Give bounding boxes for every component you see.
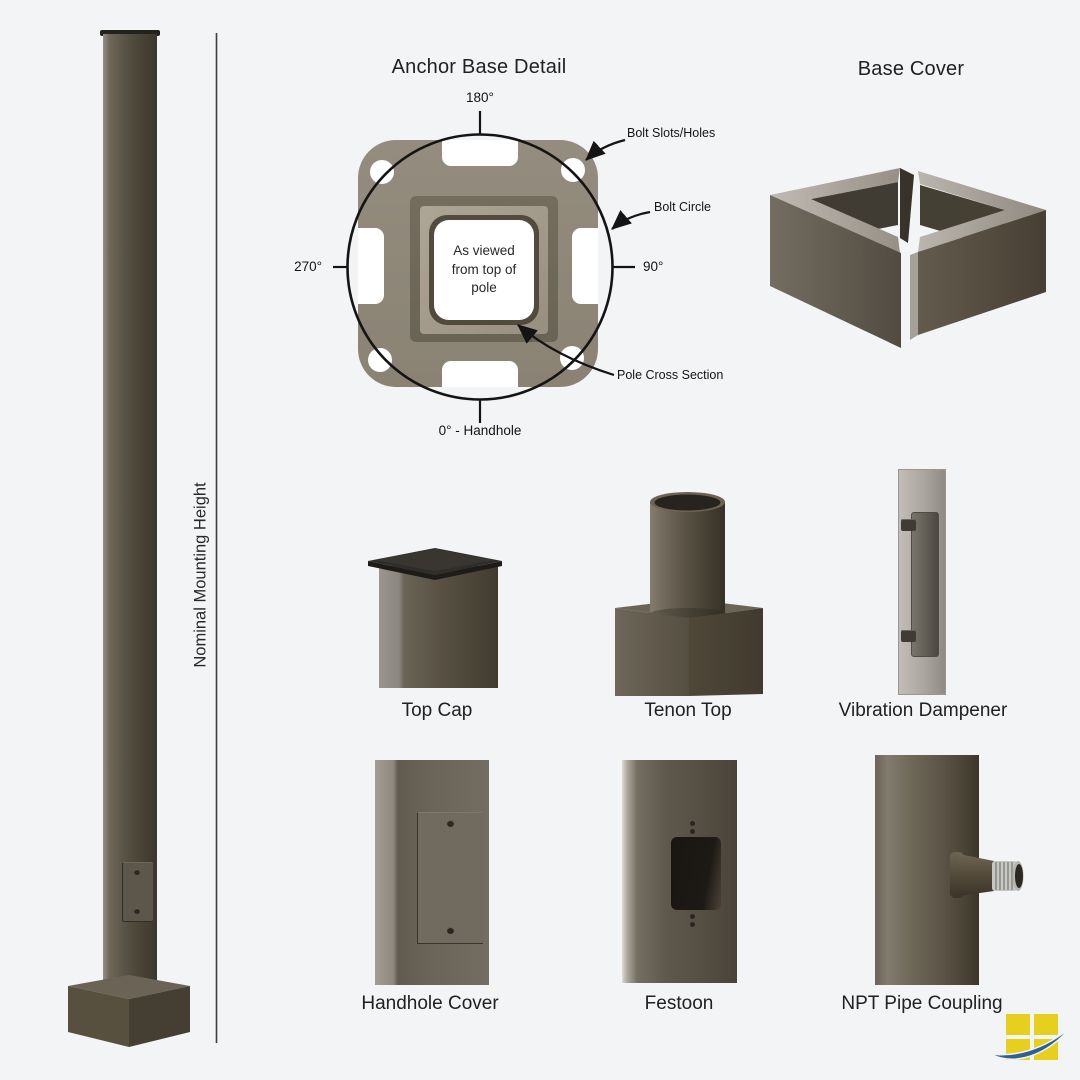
- nominal-mounting-height-label: Nominal Mounting Height: [191, 482, 210, 668]
- callout-pole-cross-section: Pole Cross Section: [617, 368, 724, 382]
- bolt-slot-left: [358, 228, 384, 304]
- logo-swoosh: [990, 1025, 1073, 1060]
- vibration-bolt-top: [901, 519, 916, 531]
- festoon-hole-4: [690, 922, 695, 927]
- bolt-slot-right: [572, 228, 598, 304]
- festoon-hole-2: [690, 829, 695, 834]
- pole-shaft: [103, 34, 157, 984]
- vibration-bolt-bottom: [901, 630, 916, 642]
- base-cover-title: Base Cover: [857, 58, 965, 80]
- festoon-opening: [671, 837, 721, 910]
- tenon-top-figure: [615, 492, 763, 696]
- bolt-slot-top: [442, 140, 518, 166]
- bolt-hole-top-left: [370, 160, 394, 184]
- top-cap-slab: [368, 548, 502, 580]
- festoon-label: Festoon: [644, 993, 714, 1014]
- angle-label-0-handhole: 0° - Handhole: [438, 423, 522, 438]
- top-cap-label: Top Cap: [401, 700, 473, 721]
- top-cap-figure: [355, 535, 525, 695]
- handhole-cover-figure: [375, 760, 489, 985]
- handhole-screw-bottom: [447, 927, 454, 934]
- logo-square-1: [1006, 1014, 1030, 1035]
- brand-logo: [990, 1014, 1073, 1060]
- npt-coupling-figure: [875, 755, 1035, 985]
- bolt-hole-bottom-left: [368, 348, 392, 372]
- logo-square-2: [1034, 1014, 1058, 1035]
- pole-base-box: [68, 975, 190, 1047]
- pole-top-cap: [100, 30, 160, 36]
- top-cap-body: [379, 566, 498, 688]
- npt-pipe-coupling-label: NPT Pipe Coupling: [841, 993, 1003, 1014]
- base-cover-figure: [770, 168, 1046, 348]
- pole-figure: [0, 0, 260, 1080]
- handhole-cover-label: Handhole Cover: [361, 993, 499, 1014]
- festoon-hole-1: [690, 821, 695, 826]
- bolt-hole-top-right: [561, 158, 585, 182]
- handhole-screw-top: [447, 820, 454, 827]
- anchor-view-note: As viewed from top of pole: [434, 220, 534, 320]
- vibration-dampener-figure: [890, 460, 960, 700]
- npt-coupling: [950, 852, 1024, 898]
- angle-label-270: 270°: [294, 259, 322, 274]
- bolt-hole-bottom-right: [560, 346, 584, 370]
- callout-bolt-circle: Bolt Circle: [654, 200, 711, 214]
- vibration-dampener-label: Vibration Dampener: [838, 700, 1008, 721]
- anchor-view-note-text: As viewed from top of pole: [451, 242, 517, 296]
- angle-label-90: 90°: [643, 259, 664, 274]
- angle-label-180: 180°: [466, 90, 494, 105]
- pole-handhole-screw-bottom: [134, 908, 140, 914]
- callout-bolt-slots: Bolt Slots/Holes: [627, 126, 716, 140]
- anchor-base-title: Anchor Base Detail: [391, 56, 567, 78]
- festoon-hole-3: [690, 914, 695, 919]
- festoon-figure: [622, 760, 737, 983]
- bolt-slot-bottom: [442, 361, 518, 387]
- pole-handhole-screw-top: [134, 869, 140, 875]
- arrow-bolt-circle: [611, 210, 651, 230]
- tenon-top-label: Tenon Top: [644, 700, 732, 721]
- handhole-cover-plate: [417, 812, 483, 944]
